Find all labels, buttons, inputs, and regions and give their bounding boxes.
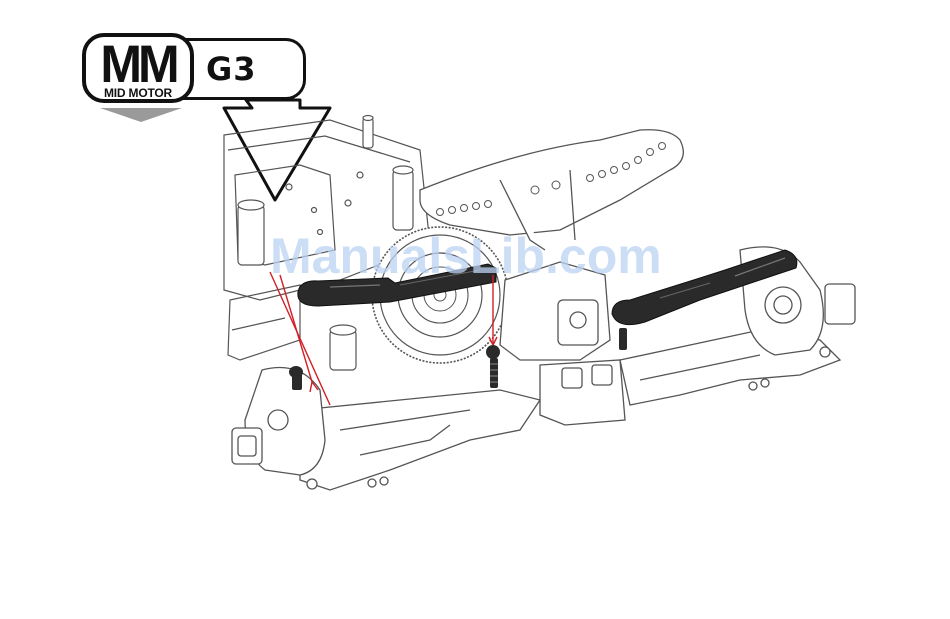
badge-subtitle: MID MOTOR (86, 86, 190, 100)
lower-arm-left (300, 390, 540, 490)
watermark-text: ManualsLib.com (270, 226, 662, 286)
mid-motor-badge: MM MID MOTOR (82, 33, 194, 103)
down-arrow-outline-icon (224, 100, 330, 200)
step-code: G3 (206, 50, 257, 88)
ball-stud-center (486, 345, 500, 388)
badge-letters: MM (86, 36, 190, 93)
ball-stud-right (619, 328, 627, 350)
